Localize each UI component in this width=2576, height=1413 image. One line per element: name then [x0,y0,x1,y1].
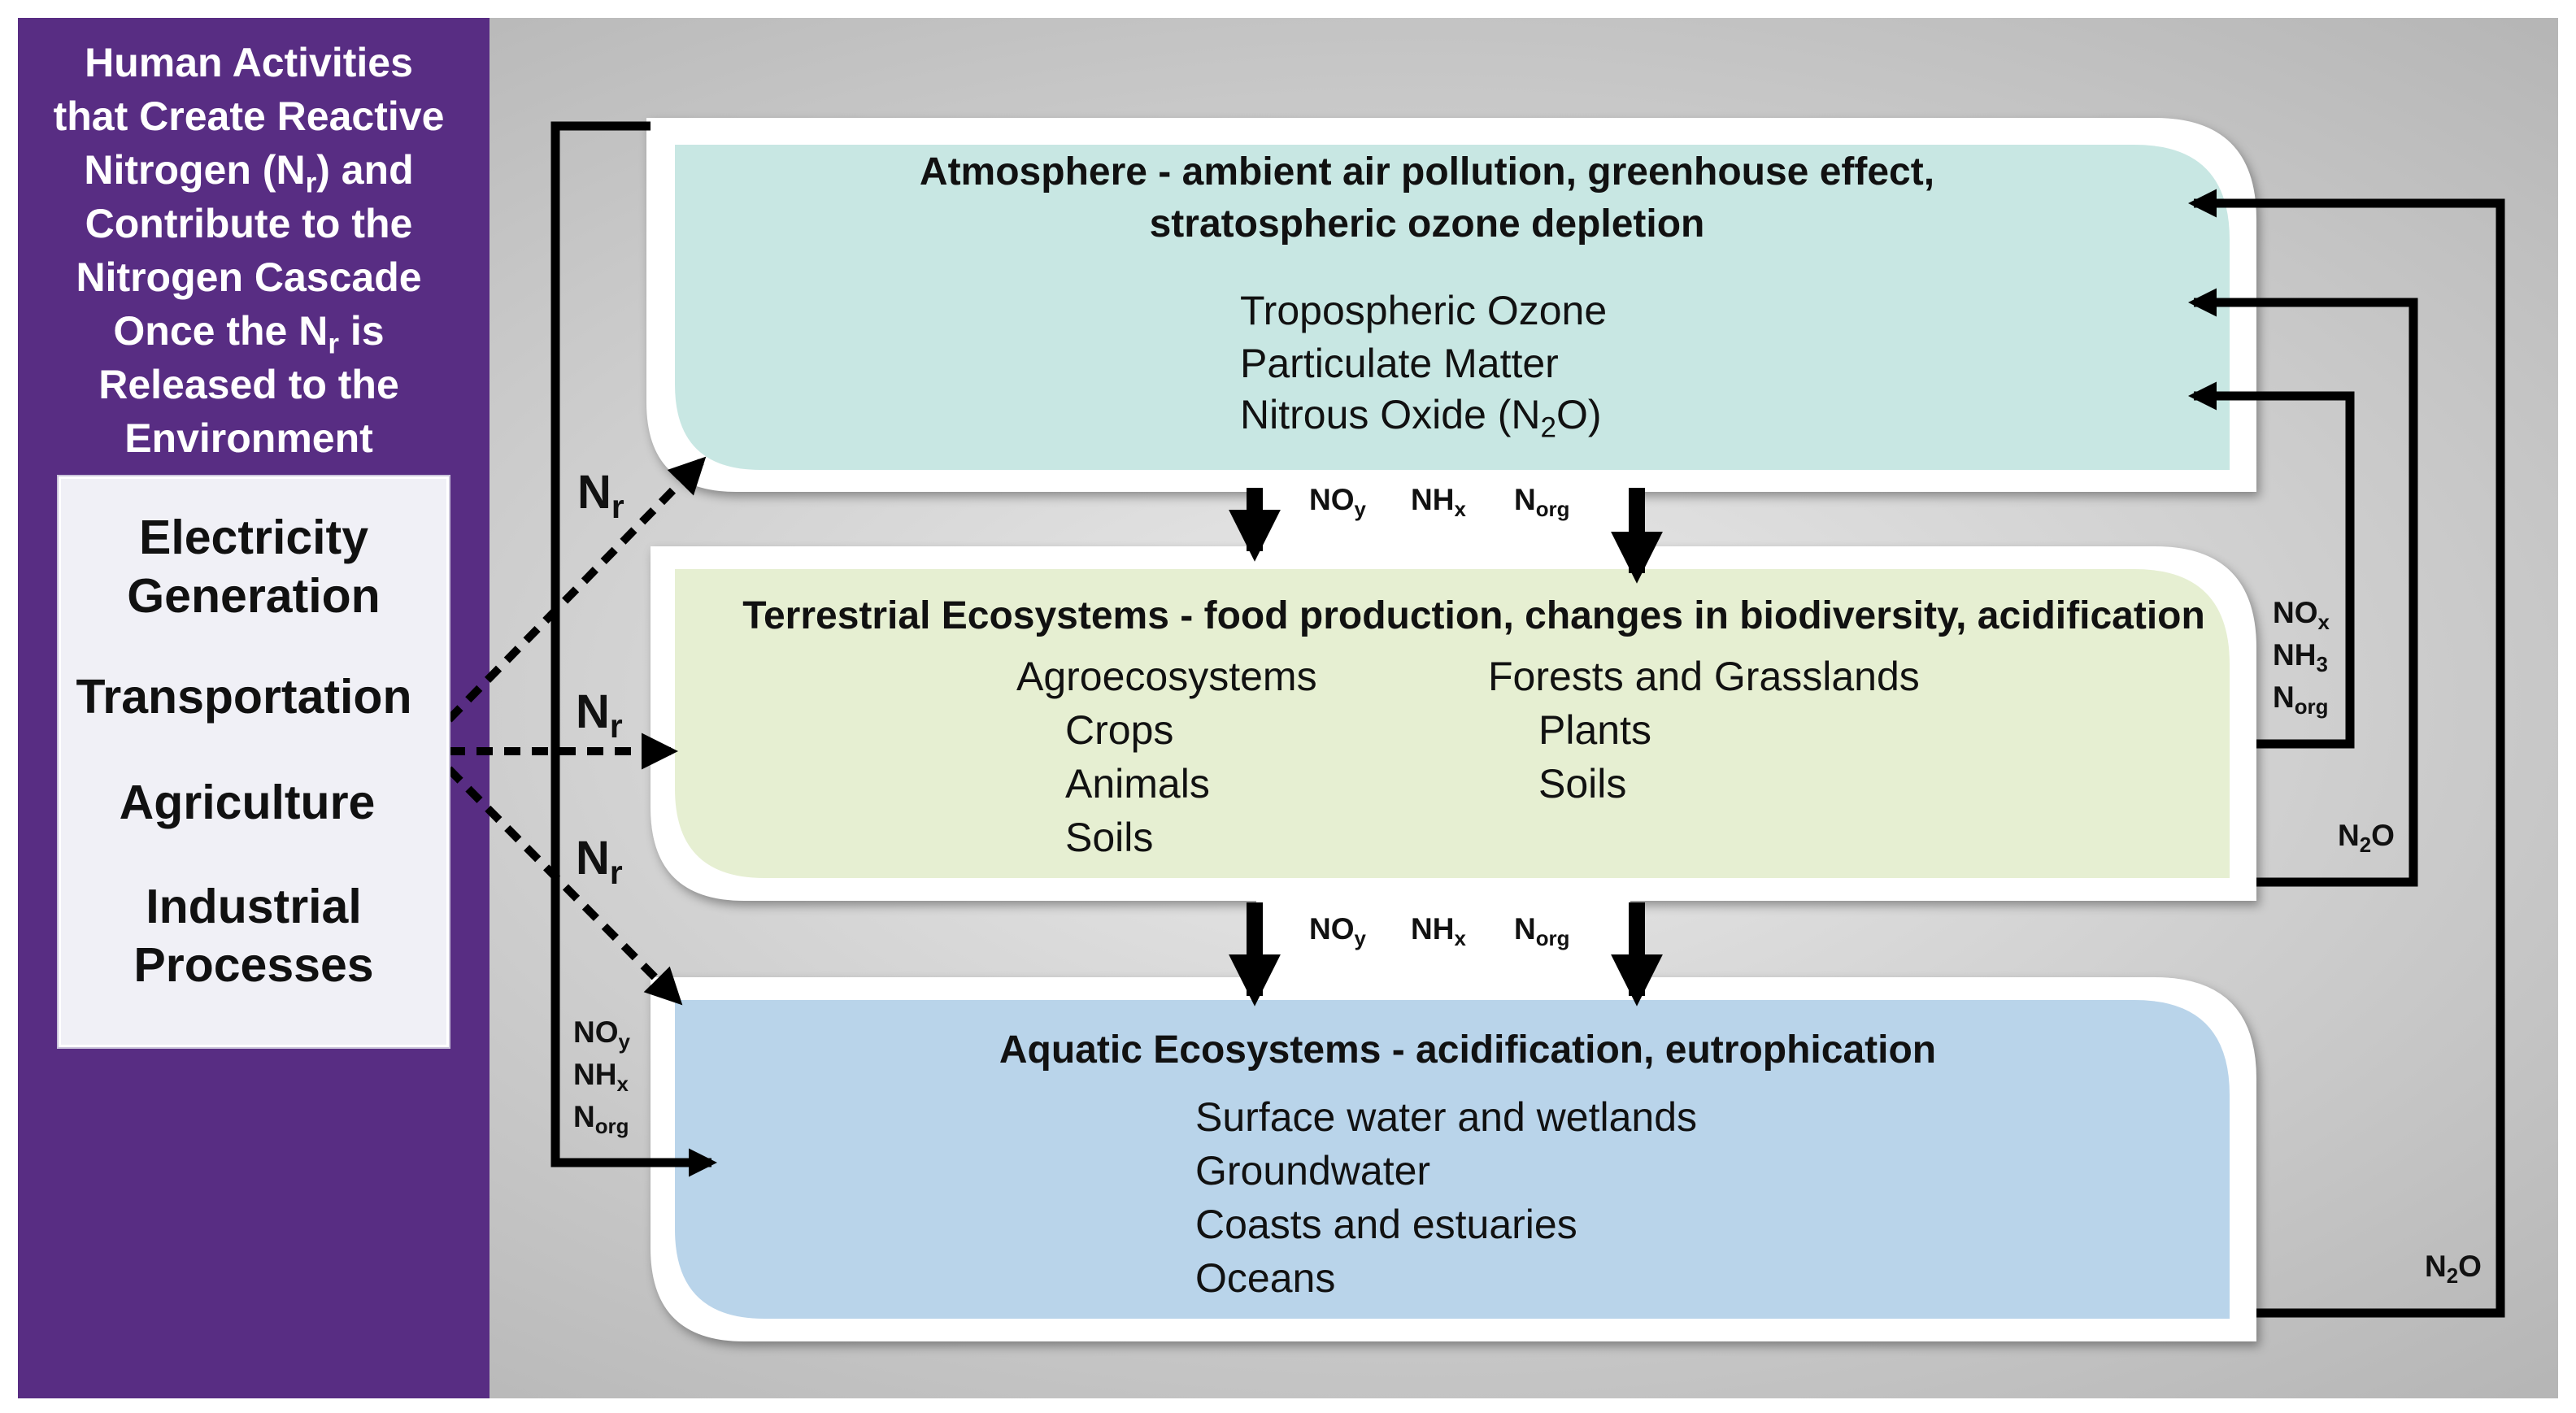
terrestrial-agro-item: Crops [1065,707,1174,753]
sidebar-title-line: Human Activities [85,40,413,85]
flow-label-nhx: NHx [1411,912,1466,950]
flow-label-norg: Norg [1514,912,1570,950]
sidebar-title-line: Once the Nr is [113,308,385,360]
flow-label-bg-upper [1256,478,1630,556]
flow-label-bg-lower [1256,888,1630,985]
terrestrial-n2o-loop [2187,288,2418,887]
n2o-label-terrestrial: N2O [2338,819,2395,857]
sidebar-title-line: that Create Reactive [53,93,445,139]
activities-box: Electricity Generation Transportation Ag… [59,476,449,1047]
right-loop-labels-terrestrial: NOx NNHH3 Norg [2273,596,2330,719]
aquatic-title: Aquatic Ecosystems - acidification, eutr… [999,1028,1937,1072]
terrestrial-agro-item: Animals [1065,761,1210,806]
flow-label-norg: Norg [1514,483,1570,521]
activity-transportation: Transportation [76,670,412,724]
atmosphere-item: Nitrous Oxide (N2O) [1240,392,1602,444]
sidebar-title-line: Environment [124,415,373,461]
nr-label-aquatic: Nr [576,832,623,892]
sidebar-title-line: Contribute to the [85,201,413,246]
flow-label-nhx: NHx [1411,483,1466,521]
activity-agriculture: Agriculture [119,776,376,829]
nr-arrow-to-atmosphere [446,456,707,723]
aquatic-item: Groundwater [1195,1148,1431,1193]
terrestrial-emission-loop [2187,381,2355,749]
activity-industrial: Industrial Processes [133,880,374,992]
flow-label-noy: NOy [1309,912,1366,950]
terrestrial-forest-item: Plants [1538,707,1651,753]
sidebar-title-line: Released to the [98,362,399,407]
aquatic-item: Coasts and estuaries [1195,1202,1577,1247]
sidebar-title: Human Activities that Create Reactive Ni… [23,36,475,465]
atmospheric-deposition-loop [550,121,718,1177]
terrestrial-forest-item: Soils [1538,761,1627,806]
aquatic-item: Oceans [1195,1255,1336,1301]
atmosphere-item: Particulate Matter [1240,341,1559,386]
left-loop-labels: NOy NHx Norg [573,1015,630,1138]
atmosphere-item: Tropospheric Ozone [1240,288,1608,333]
aquatic-item: Surface water and wetlands [1195,1094,1698,1140]
sidebar-title-line: Nitrogen Cascade [76,254,422,300]
terrestrial-title: Terrestrial Ecosystems - food production… [742,594,2205,637]
sidebar-title-line: Nitrogen (Nr) and [84,147,414,199]
nr-label-atmosphere: Nr [577,466,624,526]
n2o-label-aquatic: N2O [2425,1250,2482,1288]
activity-electricity: Electricity Generation [127,511,381,623]
aquatic-n2o-loop [2187,189,2505,1318]
terrestrial-forest-heading: Forests and Grasslands [1488,654,1920,699]
terrestrial-agro-heading: Agroecosystems [1016,654,1317,699]
atmosphere-title: Atmosphere - ambient air pollution, gree… [919,150,1935,246]
nr-label-terrestrial: Nr [576,685,623,746]
terrestrial-agro-item: Soils [1065,815,1154,860]
flow-label-noy: NOy [1309,483,1366,521]
